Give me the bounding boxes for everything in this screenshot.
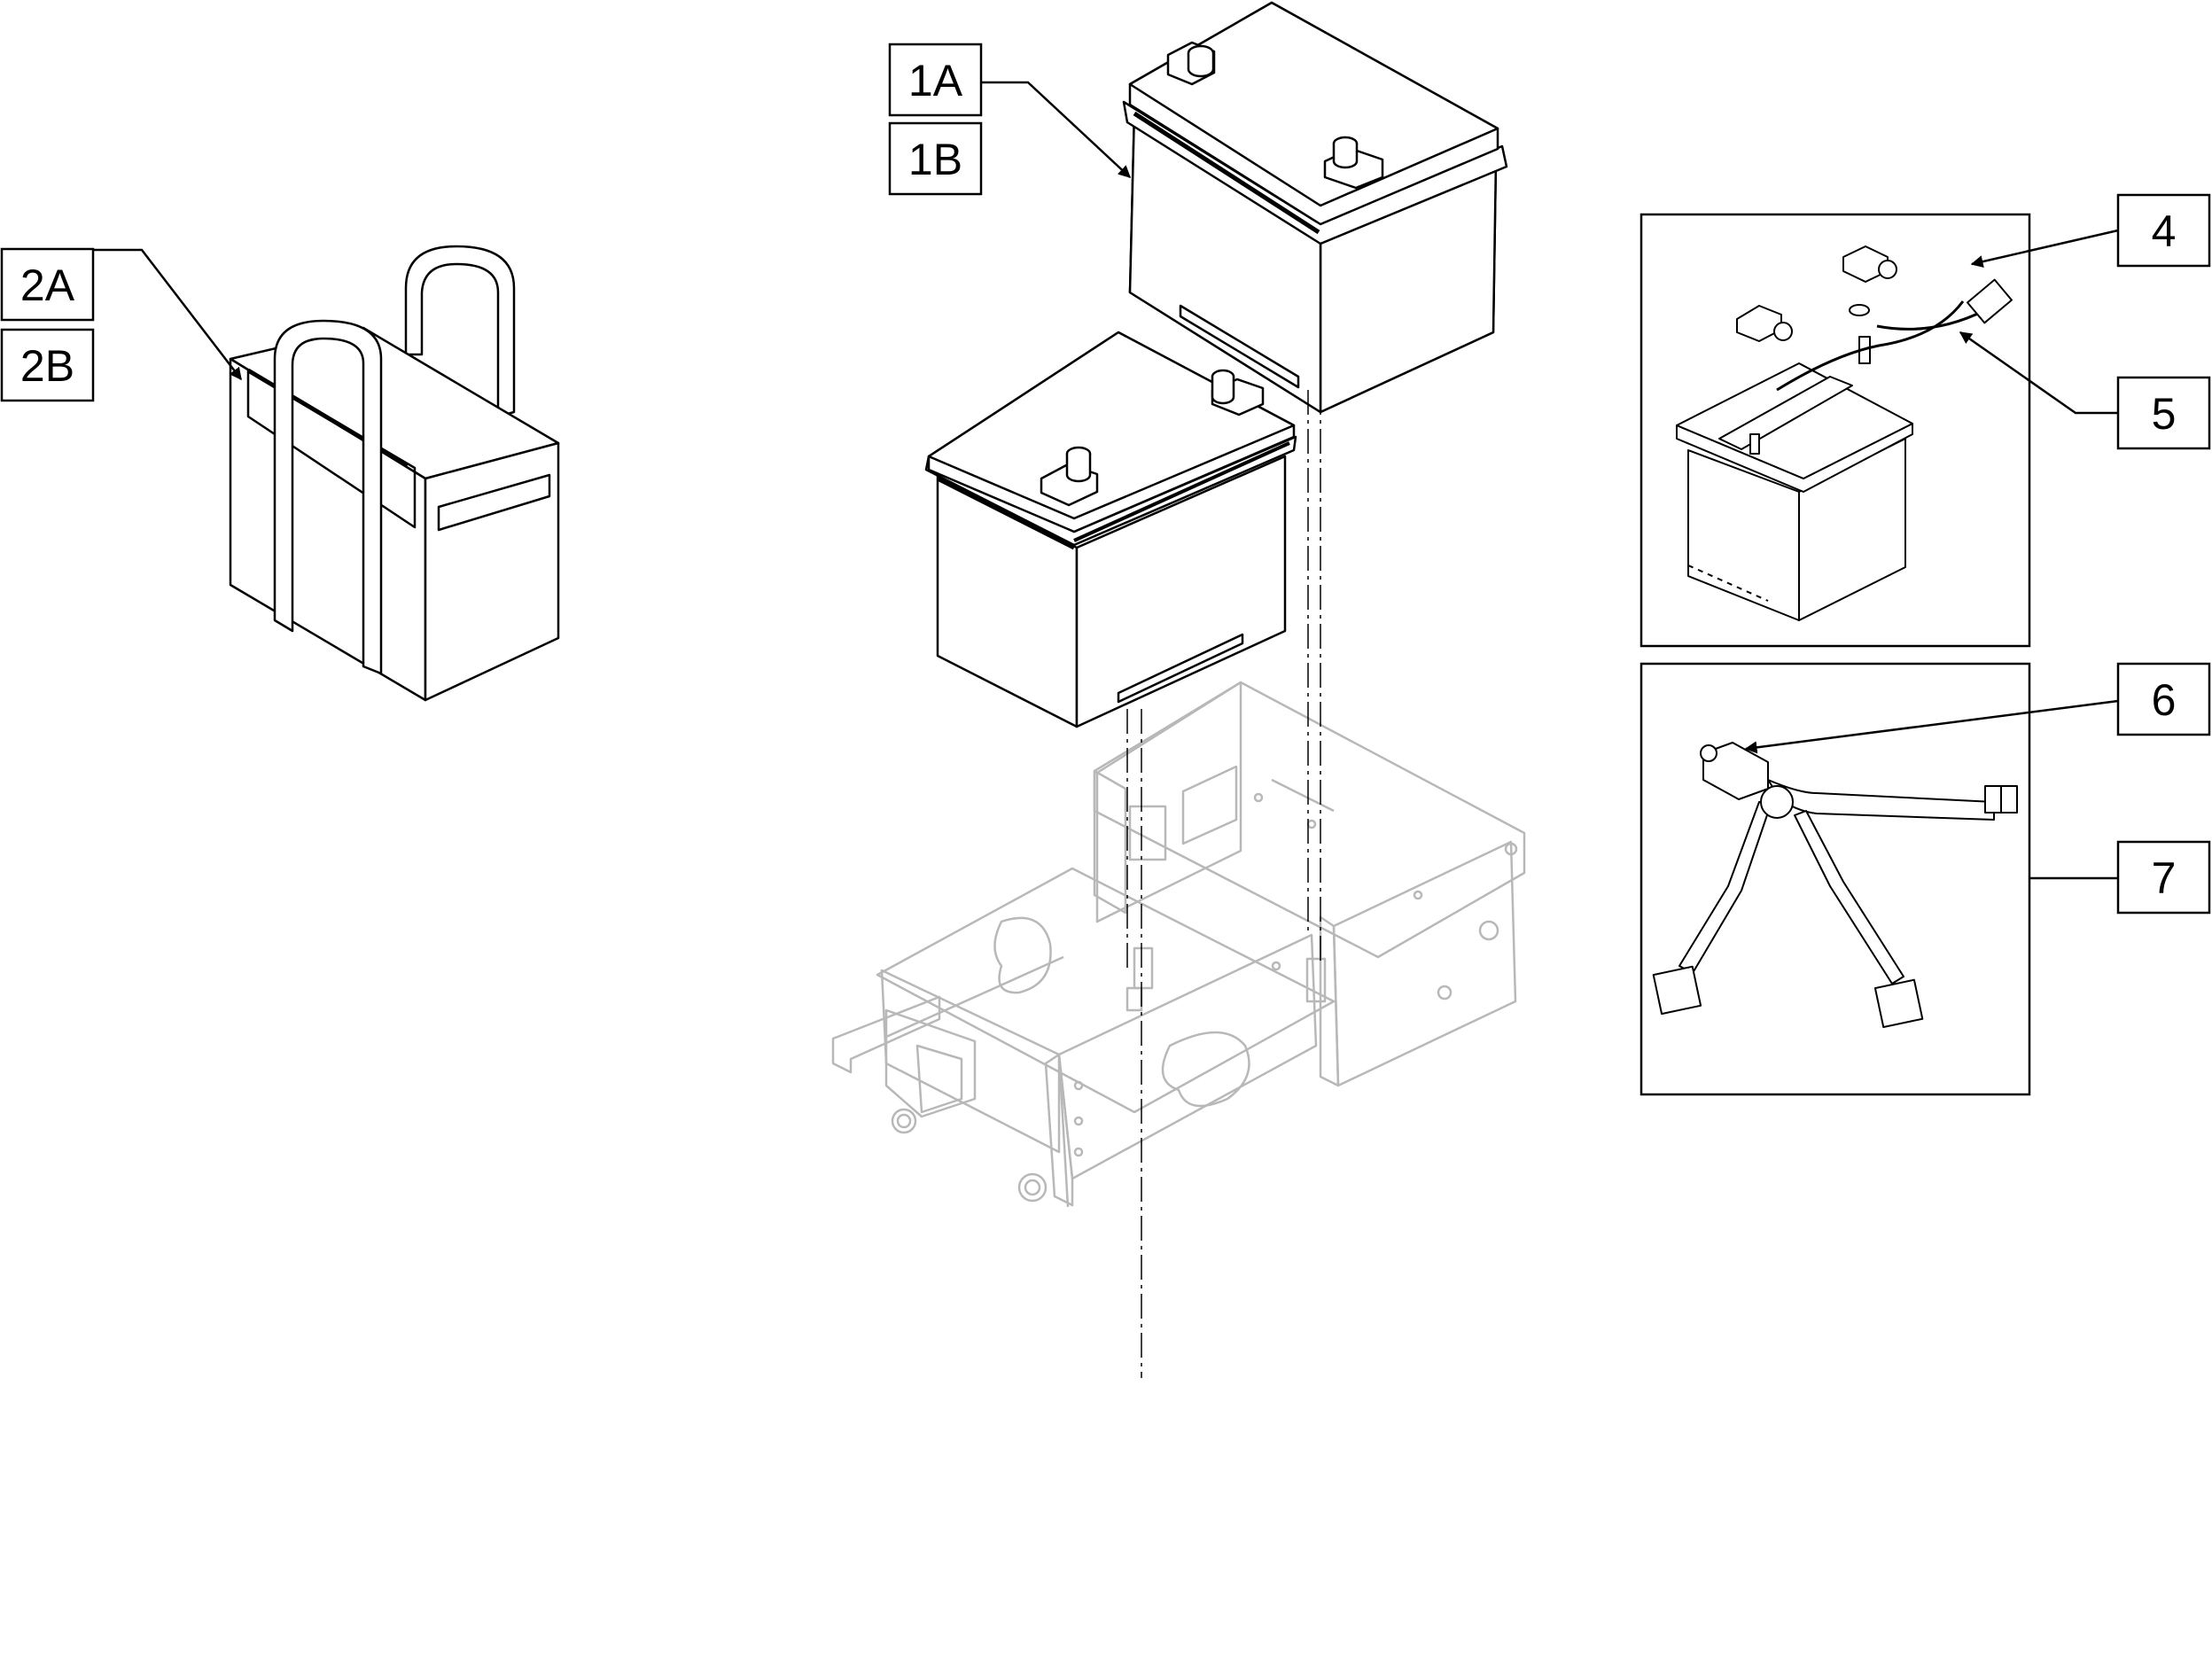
alignment-lines	[1126, 390, 1321, 1378]
callout-4: 4	[2116, 193, 2211, 268]
callout-2b: 2B	[0, 328, 95, 402]
callout-5: 5	[2116, 376, 2211, 450]
callout-1b: 1B	[888, 121, 983, 196]
terminal-detail-box	[1640, 213, 2031, 648]
callout-1a-label: 1A	[908, 56, 963, 105]
callout-5-label: 5	[2152, 389, 2177, 439]
callout-1a: 1A	[888, 43, 983, 117]
battery-tray-frame	[831, 681, 1526, 1208]
callout-7: 7	[2116, 840, 2211, 915]
callout-1b-label: 1B	[908, 135, 962, 184]
callout-2a: 2A	[0, 247, 95, 322]
leader-lines	[93, 81, 2119, 880]
callout-2a-label: 2A	[20, 261, 75, 310]
callout-2b-label: 2B	[20, 341, 74, 391]
battery-front	[924, 331, 1297, 728]
callout-6: 6	[2116, 662, 2211, 736]
callout-6-label: 6	[2152, 675, 2177, 725]
callout-4-label: 4	[2152, 206, 2177, 256]
harness-detail-box	[1640, 662, 2031, 1096]
battery-rear	[1122, 1, 1508, 414]
battery-bag	[229, 245, 560, 702]
callout-7-label: 7	[2152, 853, 2177, 903]
